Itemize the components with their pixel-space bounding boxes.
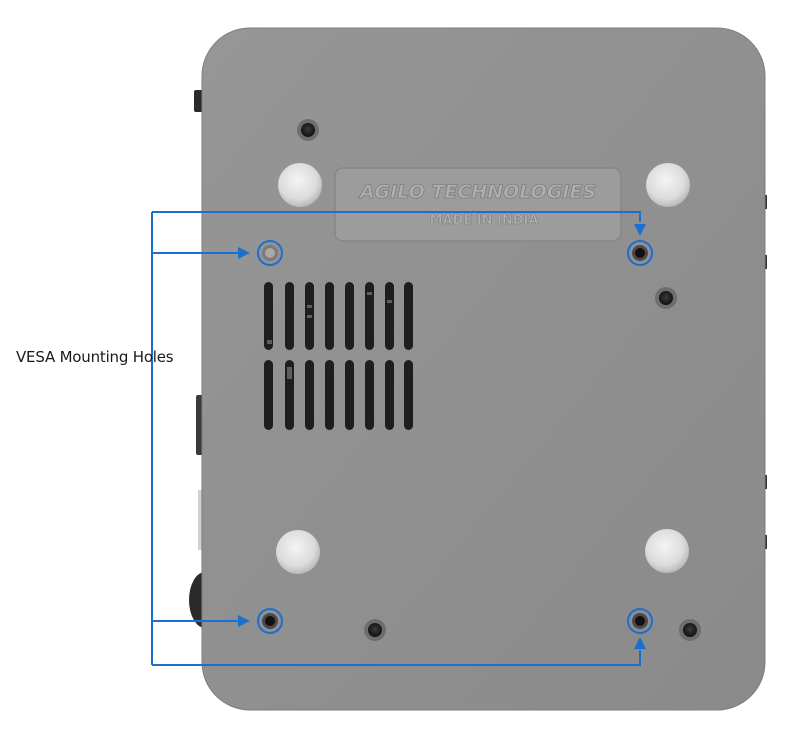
rubber-foot-icon xyxy=(278,163,322,207)
vesa-hole-top-left xyxy=(257,240,283,266)
vesa-hole-top-right xyxy=(627,240,653,266)
rubber-foot-icon xyxy=(645,529,689,573)
nameplate-origin: MADE IN INDIA xyxy=(430,213,539,228)
vesa-callout-label: VESA Mounting Holes xyxy=(16,348,174,366)
screw-icon xyxy=(655,287,677,309)
arrow-right-icon xyxy=(238,615,250,627)
nameplate: AGILO TECHNOLOGIES MADE IN INDIA xyxy=(334,167,622,242)
screw-icon xyxy=(364,619,386,641)
arrow-down-icon xyxy=(634,224,646,236)
screw-hole-icon xyxy=(635,616,645,626)
ventilation-grille xyxy=(264,282,413,430)
vesa-hole-bottom-right xyxy=(627,608,653,634)
callout-bracket xyxy=(151,211,641,666)
screw-icon xyxy=(297,119,319,141)
callout-arrowheads xyxy=(238,224,646,649)
arrow-up-icon xyxy=(634,637,646,649)
arrow-right-icon xyxy=(238,247,250,259)
vent-internal-detail xyxy=(267,292,392,379)
rubber-foot-icon xyxy=(276,530,320,574)
screw-icon xyxy=(679,619,701,641)
nameplate-brand: AGILO TECHNOLOGIES xyxy=(358,181,596,203)
screw-hole-icon xyxy=(635,248,645,258)
rubber-foot-icon xyxy=(646,163,690,207)
screw-hole-icon xyxy=(265,248,275,258)
vesa-hole-bottom-left xyxy=(257,608,283,634)
screw-hole-icon xyxy=(265,616,275,626)
